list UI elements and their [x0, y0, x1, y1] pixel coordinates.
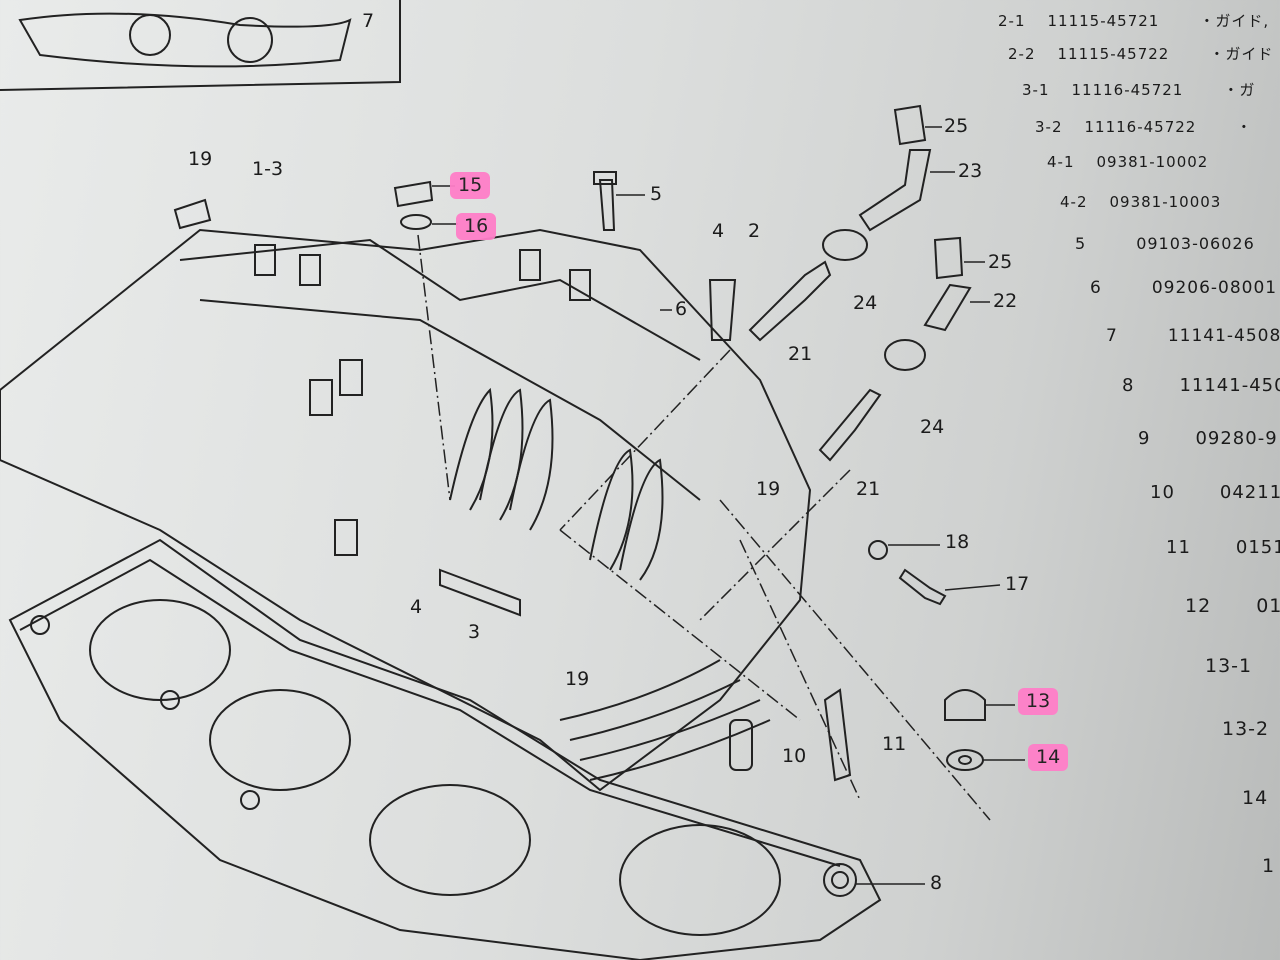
callout-5: 5	[650, 183, 663, 205]
callout-7: 7	[362, 10, 375, 32]
parts-row: 14	[1242, 787, 1269, 809]
callout-18: 18	[945, 531, 970, 553]
callout-21: 21	[788, 343, 813, 365]
callout-19: 19	[188, 148, 213, 170]
callout-21b: 21	[856, 478, 881, 500]
callout-16-highlighted: 16	[456, 213, 497, 240]
callout-25b: 25	[988, 251, 1013, 273]
callout-4b: 4	[410, 596, 423, 618]
callout-19b: 19	[756, 478, 781, 500]
parts-row: 13-2	[1222, 718, 1270, 740]
parts-row: 13-1	[1205, 655, 1253, 677]
callout-1-3: 1-3	[252, 158, 284, 180]
parts-row: 1	[1262, 855, 1276, 877]
callout-25: 25	[944, 115, 969, 137]
callout-23: 23	[958, 160, 983, 182]
callout-8: 8	[930, 872, 943, 894]
callout-2: 2	[748, 220, 761, 242]
callout-4: 4	[712, 220, 725, 242]
callout-19c: 19	[565, 668, 590, 690]
callout-24: 24	[853, 292, 878, 314]
callout-14-highlighted: 14	[1028, 744, 1069, 771]
callout-6: 6	[675, 298, 688, 320]
callout-24b: 24	[920, 416, 945, 438]
callout-15-highlighted: 15	[450, 172, 491, 199]
callout-17: 17	[1005, 573, 1030, 595]
callout-11: 11	[882, 733, 907, 755]
callout-3: 3	[468, 621, 481, 643]
callout-22: 22	[993, 290, 1018, 312]
callout-13-highlighted: 13	[1018, 688, 1059, 715]
callout-10: 10	[782, 745, 807, 767]
